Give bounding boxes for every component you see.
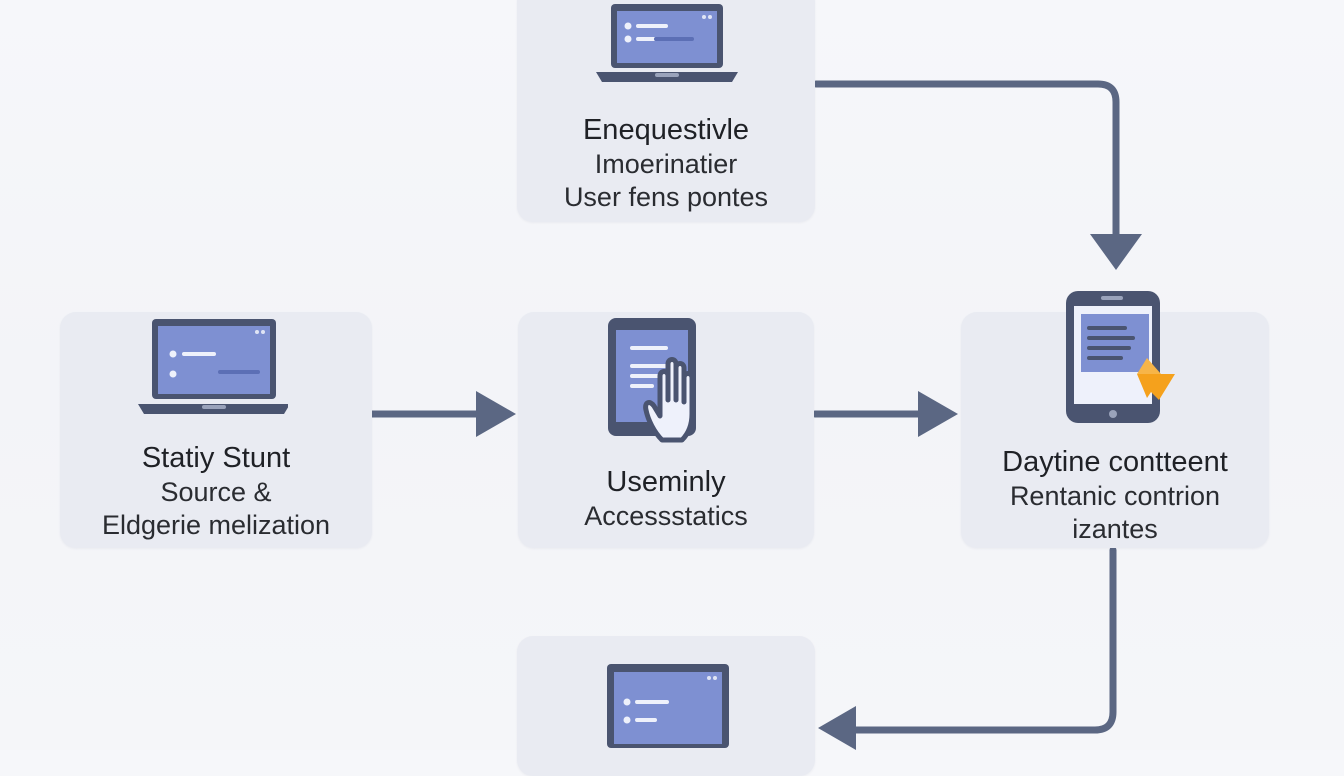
- node-subtitle-left-2: Eldgerie melization: [101, 510, 331, 540]
- node-card-top: Enequestivle Imoerinatier User fens pont…: [517, 0, 815, 222]
- arrowhead-top-to-right: [1090, 234, 1142, 270]
- node-title-top: Enequestivle: [582, 114, 750, 146]
- node-subtitle-left-1: Source &: [160, 477, 272, 507]
- arrowhead-right-to-bottom: [818, 706, 856, 750]
- arrowhead-left-to-middle: [476, 391, 516, 437]
- laptop-icon: [138, 319, 288, 414]
- node-subtitle-right-1: Rentanic contrion: [1009, 481, 1221, 511]
- node-subtitle-top-2: User fens pontes: [563, 182, 769, 212]
- node-card-middle: Useminly Accessstatics: [518, 312, 814, 548]
- node-title-middle: Useminly: [606, 466, 726, 498]
- tablet-hand-icon: [608, 318, 696, 443]
- node-subtitle-middle: Accessstatics: [584, 501, 748, 531]
- arrowhead-middle-to-right: [918, 391, 958, 437]
- node-title-right: Daytine contteent: [1002, 446, 1228, 478]
- node-subtitle-right-2: izantes: [1072, 514, 1158, 544]
- connector-top-to-right: [812, 80, 1120, 242]
- node-subtitle-top-1: Imoerinatier: [594, 149, 738, 179]
- node-card-left: Statiy Stunt Source & Eldgerie melizatio…: [60, 312, 372, 548]
- laptop-icon: [596, 4, 738, 82]
- accent-arrow-icon: [1137, 374, 1175, 400]
- laptop-icon: [607, 664, 729, 748]
- node-title-left: Statiy Stunt: [141, 442, 291, 474]
- node-card-right: Daytine contteent Rentanic contrion izan…: [961, 291, 1269, 548]
- phone-document-icon: [1066, 291, 1175, 423]
- connector-right-to-bottom: [846, 546, 1117, 734]
- node-card-bottom: [517, 636, 815, 776]
